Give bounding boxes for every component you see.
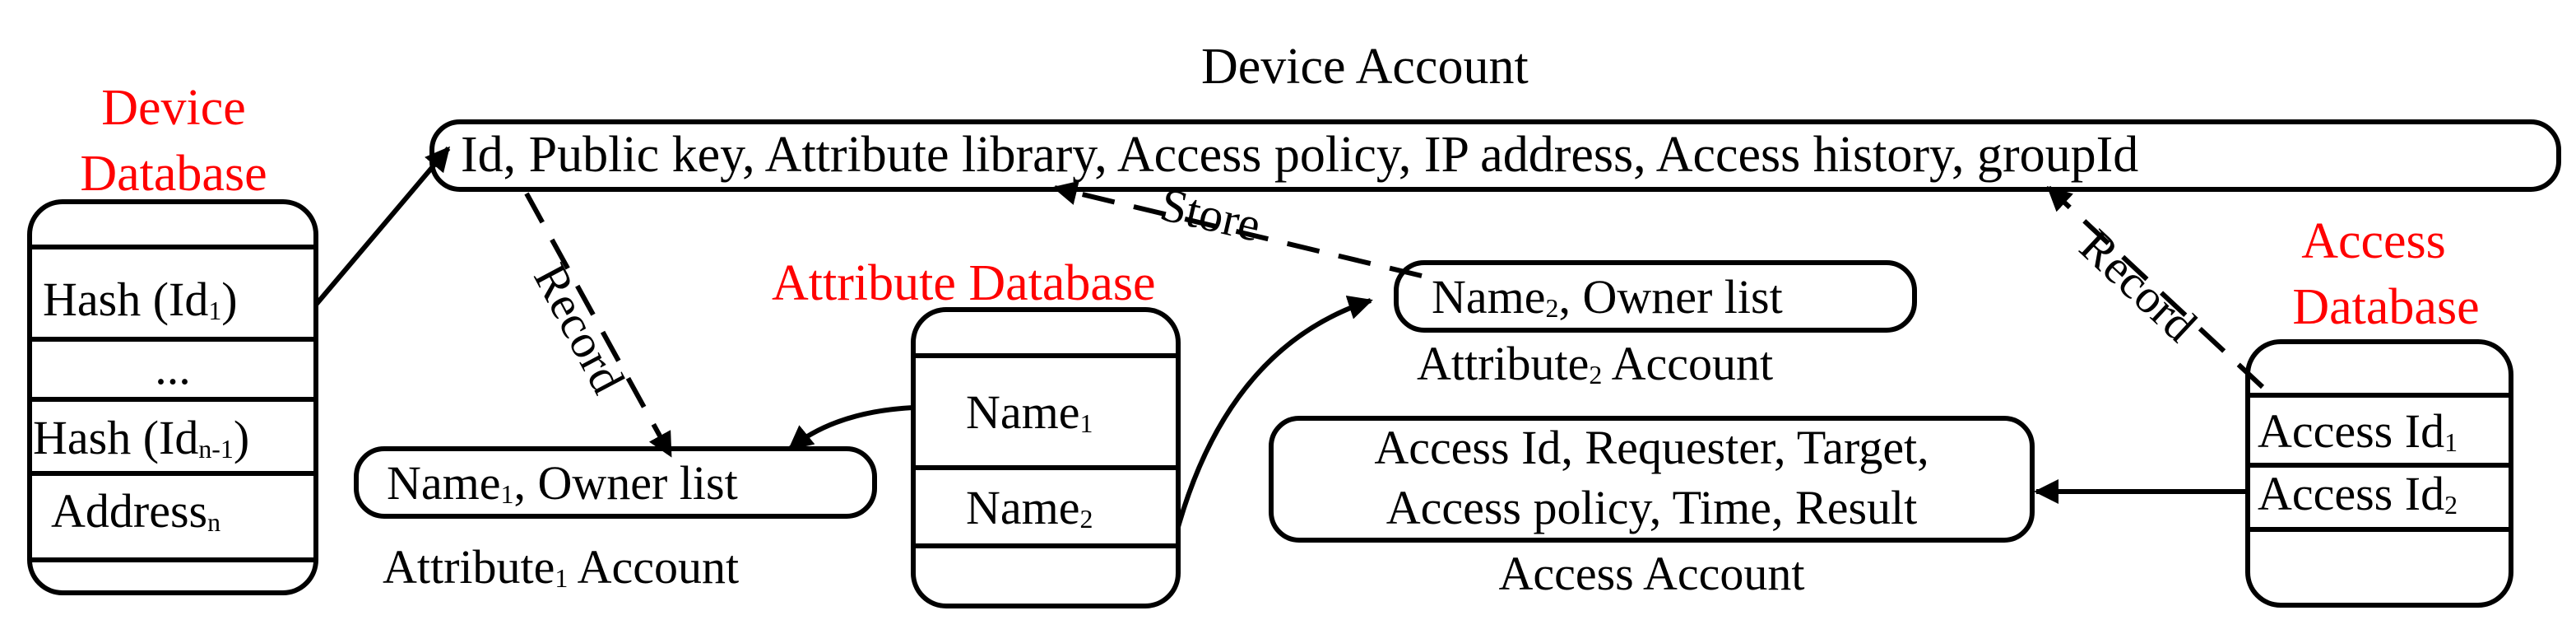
row-text: Access Id [2258,404,2445,458]
row-text: Name [966,481,1080,534]
attribute-database-cylinder [911,307,1181,608]
access-database-row: Access Id2 [2258,470,2458,519]
label-text: Account [568,540,740,594]
attribute2-account-box [1394,260,1917,333]
device-database-row: Hash (Idn-1) [33,414,249,463]
attribute1-account-fields: Name1, Owner list [387,459,738,508]
label-subscript: 2 [1589,360,1603,389]
attribute-database-title: Attribute Database [772,255,1156,311]
row-subscript: n-1 [198,434,234,464]
access-account-fields-line1: Access Id, Requester, Target, [1374,421,1929,474]
access-account-box [1269,416,2035,543]
access-database-title-line1: Access [2301,213,2446,269]
row-subscript: 1 [1079,408,1093,438]
attribute-database-row: Name1 [966,389,1093,437]
attribute-name: Name [1432,270,1546,324]
row-tail: ) [233,411,250,464]
row-text: Hash (Id [33,411,199,464]
attribute-name-subscript: 1 [500,479,514,509]
attribute2-account-label: Attribute2 Account [1417,340,1773,389]
device-database-row: Hash (Id1) [43,276,238,324]
row-subscript: n [207,507,221,537]
row-text: ... [155,341,191,394]
arrow-record-access-db-to-device-account [2046,185,2265,389]
row-text: Name [966,385,1080,439]
access-account-fields-line2: Access policy, Time, Result [1385,481,1918,534]
arrow-name1-to-attribute1-account [787,405,914,451]
device-database-row: ... [30,344,316,392]
access-database-row: Access Id1 [2258,408,2458,456]
label-text: Account [1602,337,1774,390]
row-subscript: 1 [208,296,222,325]
attribute-database-row: Name2 [966,484,1093,533]
attribute-fields: , Owner list [1558,270,1783,324]
label-text: Attribute [1417,337,1590,390]
attribute-name-subscript: 2 [1545,293,1559,323]
access-database-cylinder [2245,339,2513,608]
attribute2-account-fields: Name2, Owner list [1432,273,1783,322]
access-database-title-line2: Database [2292,279,2480,335]
device-account-fields: Id, Public key, Attribute library, Acces… [461,127,2139,183]
attribute-fields: , Owner list [513,456,738,510]
attribute1-account-box [354,446,877,519]
arrow-name2-to-attribute2-account [1176,296,1373,528]
arrow-store-attribute2-to-device-account [1052,180,1423,278]
device-account-title: Device Account [1201,39,1529,95]
label-subscript: 1 [555,563,569,593]
attribute-name: Name [387,456,501,510]
label-text: Attribute [383,540,555,594]
row-tail: ) [221,273,238,326]
row-text: Address [51,484,208,538]
device-database-row: Addressn [51,487,220,536]
row-subscript: 1 [2444,427,2458,457]
arrow-device-db-to-device-account [313,146,451,306]
row-subscript: 2 [1079,504,1093,534]
row-subscript: 2 [2444,490,2458,520]
row-text: Access Id [2258,467,2445,520]
attribute1-account-label: Attribute1 Account [383,543,739,592]
access-account-label: Access Account [1498,547,1805,600]
device-database-title-line1: Device [101,80,246,136]
device-database-title-line2: Database [80,146,267,202]
device-database-cylinder [27,199,318,595]
row-text: Hash (Id [43,273,209,326]
